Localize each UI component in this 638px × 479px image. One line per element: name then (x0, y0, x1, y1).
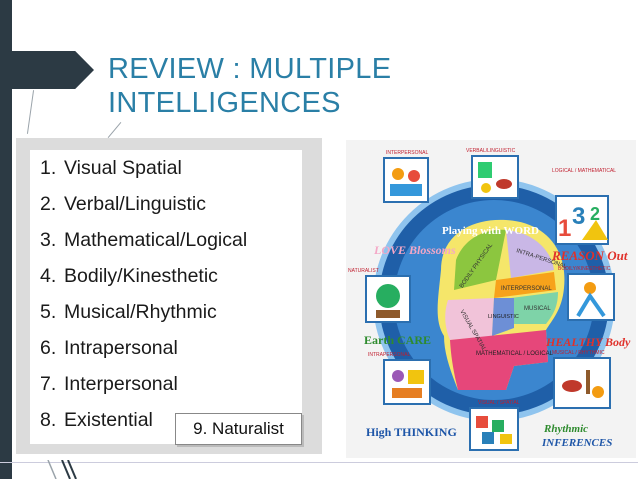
tile-naturalist: NATURALIST (348, 268, 411, 323)
list-item-label: Existential (64, 409, 153, 431)
tile-verbal-linguistic: VERBAL/LINGUISTIC (466, 148, 519, 199)
tile-label: MUSICAL / RHYTHMIC (552, 350, 605, 356)
list-item: 4. Bodily/Kinesthetic (40, 265, 247, 301)
slogan-earth-care: Earth CARE (364, 333, 431, 347)
tile-interpersonal: INTERPERSONAL (383, 150, 429, 203)
tile-frame (553, 357, 611, 409)
slide-title: REVIEW : MULTIPLE INTELLIGENCES (108, 52, 528, 120)
intelligences-list: 1. Visual Spatial 2. Verbal/Linguistic 3. M… (40, 157, 247, 445)
list-item-number: 5. (40, 301, 57, 323)
list-item: 3. Mathematical/Logical (40, 229, 247, 265)
tile-figure (584, 282, 596, 294)
tile-bodily-kinesthetic: BODILY/KINESTHETIC (558, 266, 615, 321)
region-label-mathematical: MATHEMATICAL / LOGICAL (476, 351, 554, 357)
math-digit: 2 (590, 204, 600, 224)
list-item: 2. Verbal/Linguistic (40, 193, 247, 229)
list-item-label: Musical/Rhythmic (64, 301, 217, 323)
tile-figure (392, 168, 404, 180)
brain-region-mathematical (450, 330, 548, 390)
naturalist-note: 9. Naturalist (175, 413, 302, 445)
list-item: 5. Musical/Rhythmic (40, 301, 247, 337)
tile-figure (586, 370, 590, 394)
tile-figure (481, 183, 491, 193)
bottom-divider (0, 462, 638, 463)
list-item-number: 4. (40, 265, 57, 287)
tile-figure (496, 179, 512, 189)
region-label-musical: MUSICAL (524, 306, 551, 312)
brain-region-linguistic (492, 298, 514, 336)
tile-label: INTRAPERSONAL (368, 352, 410, 358)
tile-label: NATURALIST (348, 268, 379, 274)
tile-label: LOGICAL / MATHEMATICAL (552, 168, 616, 174)
slogan-rhythmic: Rhythmic (543, 423, 588, 435)
tile-logical-mathematical: LOGICAL / MATHEMATICAL 1 3 2 (552, 168, 616, 245)
slogan-reason-out: REASON Out (551, 248, 628, 263)
decorative-line (107, 122, 122, 138)
arrow-tab (0, 51, 94, 89)
brain-region-interpersonal (494, 272, 556, 298)
list-item-number: 6. (40, 337, 57, 359)
tile-figure (592, 386, 604, 398)
list-item: 7. Interpersonal (40, 373, 247, 409)
list-item: 8. Existential (40, 409, 247, 445)
tile-figure (478, 162, 492, 178)
slogan-high-thinking: High THINKING (366, 425, 457, 439)
brain-region-bodily (454, 229, 506, 290)
list-item-label: Interpersonal (64, 373, 178, 395)
brain-region-intrapersonal (506, 230, 554, 278)
tile-musical-rhythmic: MUSICAL / RHYTHMIC (552, 350, 611, 409)
tile-figure (392, 388, 422, 398)
tile-figure (408, 170, 420, 182)
tile-figure (562, 380, 582, 392)
list-item-number: 7. (40, 373, 57, 395)
tile-label: VERBAL/LINGUISTIC (466, 148, 516, 154)
slogan-playing-with-word: Playing with WORD (442, 225, 539, 237)
tile-figure (408, 370, 424, 384)
tile-figure (392, 370, 404, 382)
slogan-inferences: INFERENCES (541, 437, 612, 449)
tile-figure (376, 310, 400, 318)
list-item-label: Bodily/Kinesthetic (64, 265, 218, 287)
bottom-slashes (47, 460, 77, 479)
tile-label: INTERPERSONAL (386, 150, 428, 156)
list-item: 6. Intrapersonal (40, 337, 247, 373)
list-item-number: 8. (40, 409, 57, 431)
tile-figure (576, 292, 606, 318)
list-item-label: Verbal/Linguistic (64, 193, 207, 215)
tile-visual-spatial: VISUAL / SPATIAL (469, 400, 520, 451)
tile-figure (476, 416, 488, 428)
tile-label: VISUAL / SPATIAL (478, 400, 520, 406)
slide-title-line1: REVIEW : MULTIPLE (108, 53, 392, 85)
tile-figure (482, 432, 494, 444)
multiple-intelligences-graphic: INTRA-PERSONAL BODILY PHYSICAL INTERPERS… (346, 140, 636, 458)
math-digit: 1 (558, 215, 571, 242)
list-item-number: 3. (40, 229, 57, 251)
slide-title-line2: INTELLIGENCES (108, 87, 341, 119)
list-item-label: Intrapersonal (64, 337, 178, 359)
brain-region-visual-spatial (445, 298, 494, 340)
brain-region-musical (511, 292, 558, 324)
tile-figure (582, 220, 608, 240)
region-label-interpersonal: INTERPERSONAL (501, 286, 552, 292)
list-item-number: 2. (40, 193, 57, 215)
tile-figure (376, 284, 400, 308)
tile-intrapersonal: INTRAPERSONAL (368, 352, 431, 405)
tile-figure (390, 184, 422, 196)
left-accent-bar (0, 0, 12, 479)
list-item: 1. Visual Spatial (40, 157, 247, 193)
slogan-healthy-body: HEALTHY Body (545, 335, 631, 349)
list-item-number: 1. (40, 157, 57, 179)
list-item-label: Mathematical/Logical (64, 229, 248, 251)
tile-label: BODILY/KINESTHETIC (558, 266, 611, 272)
decorative-line (26, 90, 35, 134)
math-digit: 3 (572, 203, 585, 230)
tile-figure (500, 434, 512, 444)
list-panel (30, 150, 302, 444)
list-item-label: Visual Spatial (64, 157, 182, 179)
tile-figure (492, 420, 504, 432)
region-label-linguistic: LINGUISTIC (488, 314, 519, 320)
slogan-love-blossoms: LOVE Blossoms (373, 243, 456, 257)
